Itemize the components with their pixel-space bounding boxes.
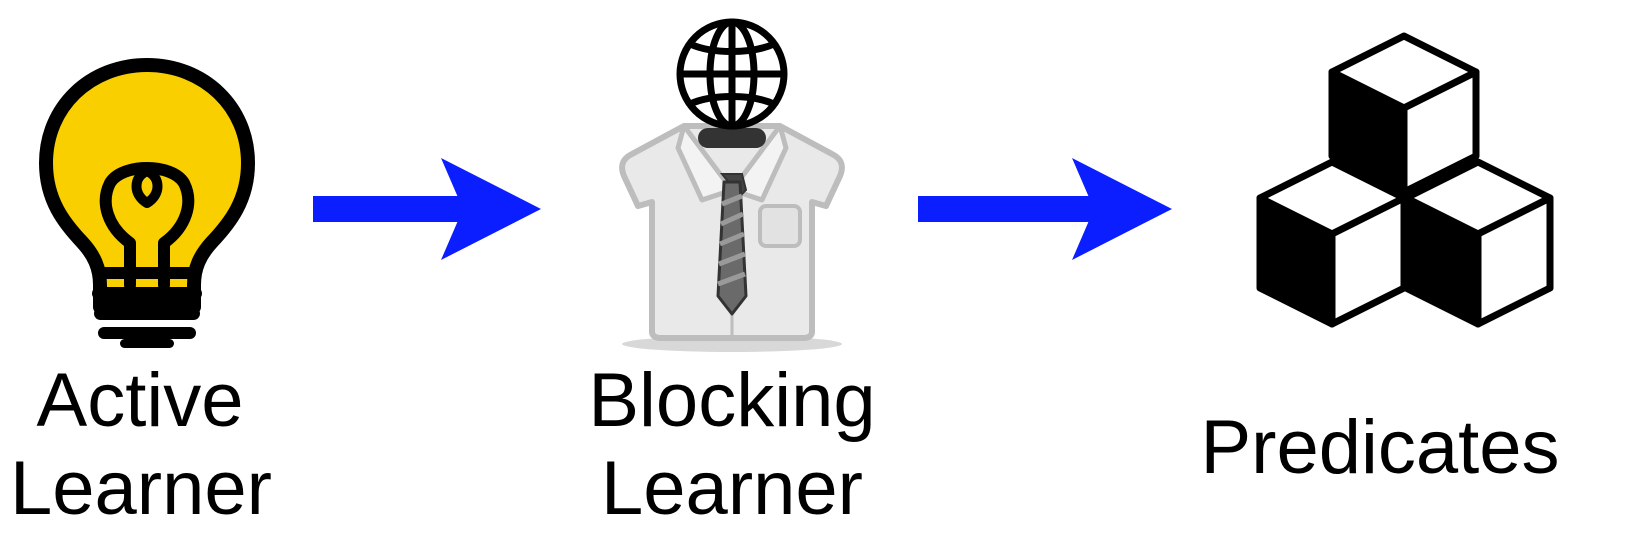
label-line-1: Active [36, 358, 244, 443]
lightbulb-icon [38, 55, 256, 350]
label-line-2: Learner [10, 446, 272, 531]
label-line-1: Blocking [588, 358, 876, 443]
node-label-blocking-learner: Blocking Learner [582, 357, 882, 533]
globe-head-shirt-tie-icon [612, 14, 852, 354]
arrow-right-2 [918, 158, 1174, 260]
node-label-active-learner: Active Learner [10, 357, 272, 533]
label-line-1: Predicates [1200, 405, 1560, 490]
cubes-icon [1254, 30, 1560, 336]
arrow-right-1 [313, 158, 543, 260]
label-line-2: Learner [601, 446, 863, 531]
node-label-predicates: Predicates [1200, 404, 1560, 492]
